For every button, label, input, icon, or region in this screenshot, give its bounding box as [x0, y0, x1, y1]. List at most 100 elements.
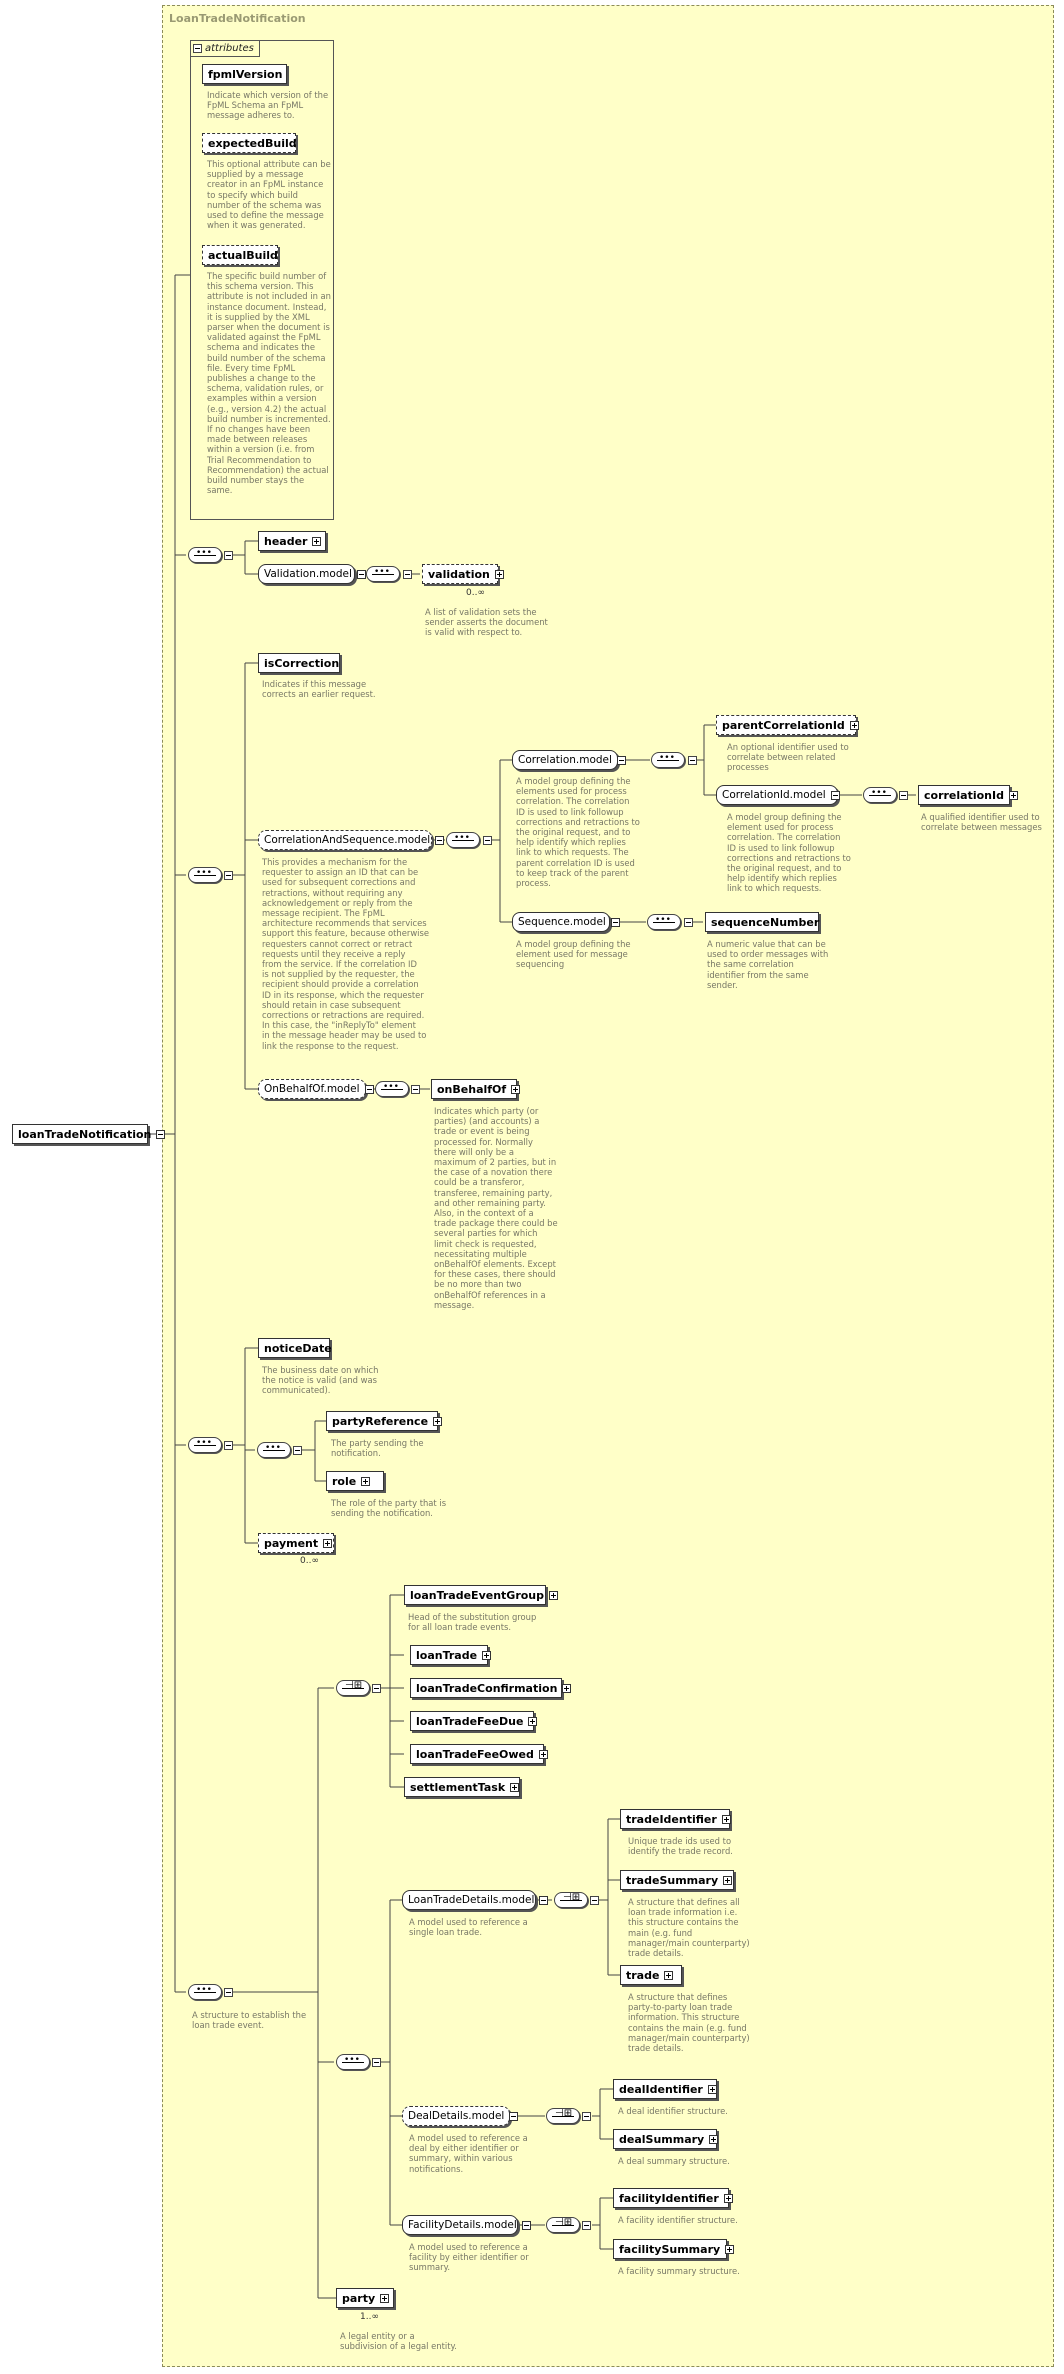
- expand-icon[interactable]: [510, 1782, 520, 1792]
- deal-details-model-node[interactable]: DealDetails.model: [402, 2106, 519, 2126]
- expand-icon[interactable]: [511, 1084, 521, 1094]
- collapse-icon[interactable]: [616, 755, 626, 765]
- facility-summary-node[interactable]: facilitySummary: [613, 2239, 735, 2259]
- sequence-compositor-party-ref[interactable]: [257, 1442, 291, 1458]
- correlation-and-sequence-model-node[interactable]: CorrelationAndSequence.model: [258, 830, 445, 850]
- deal-identifier-node[interactable]: dealIdentifier: [613, 2079, 717, 2099]
- collapse-icon[interactable]: [610, 917, 620, 927]
- loan-trade-notification-root-node[interactable]: loanTradeNotification: [12, 1124, 166, 1144]
- collapse-icon[interactable]: [224, 1988, 233, 1997]
- loan-trade-fee-due-node[interactable]: loanTradeFeeDue: [410, 1711, 538, 1731]
- collapse-icon[interactable]: [193, 43, 202, 53]
- trade-summary-node[interactable]: tradeSummary: [620, 1870, 734, 1890]
- expand-icon[interactable]: [707, 2084, 717, 2094]
- correlation-id-node[interactable]: correlationId: [918, 785, 1018, 805]
- collapse-icon[interactable]: [156, 1129, 166, 1139]
- attr-expected-build[interactable]: expectedBuild: [202, 133, 297, 153]
- collapse-icon[interactable]: [224, 1441, 233, 1450]
- collapse-icon[interactable]: [684, 918, 693, 927]
- expand-icon[interactable]: [723, 2193, 733, 2203]
- collapse-icon[interactable]: [582, 2221, 591, 2230]
- expand-icon[interactable]: [549, 1590, 559, 1600]
- header-node[interactable]: header: [258, 531, 326, 551]
- loan-trade-node[interactable]: loanTrade: [410, 1645, 492, 1665]
- sequence-compositor-4[interactable]: [188, 1984, 222, 2000]
- correlation-model-node[interactable]: Correlation.model: [512, 750, 626, 770]
- collapse-icon[interactable]: [582, 2112, 591, 2121]
- collapse-icon[interactable]: [411, 1085, 420, 1094]
- expand-icon[interactable]: [664, 1970, 674, 1980]
- sequence-compositor-on-behalf-of[interactable]: [375, 1081, 409, 1097]
- facility-identifier-node[interactable]: facilityIdentifier: [613, 2188, 733, 2208]
- collapse-icon[interactable]: [372, 1684, 381, 1693]
- attributes-tab[interactable]: attributes: [190, 40, 260, 57]
- collapse-icon[interactable]: [224, 551, 233, 560]
- on-behalf-of-model-node[interactable]: OnBehalfOf.model: [258, 1079, 374, 1099]
- sequence-model-node[interactable]: Sequence.model: [512, 912, 620, 932]
- sequence-compositor-correlation-id[interactable]: [863, 787, 897, 803]
- sequence-compositor-corr[interactable]: [446, 832, 480, 848]
- sequence-compositor-correlation[interactable]: [651, 752, 685, 768]
- expand-icon[interactable]: [482, 1650, 492, 1660]
- choice-compositor-facility[interactable]: [546, 2217, 580, 2233]
- trade-identifier-node[interactable]: tradeIdentifier: [620, 1809, 731, 1829]
- collapse-icon[interactable]: [364, 1084, 374, 1094]
- sequence-compositor-1[interactable]: [188, 547, 222, 563]
- attr-actual-build[interactable]: actualBuild: [202, 245, 278, 265]
- notice-date-node[interactable]: noticeDate: [258, 1338, 332, 1358]
- loan-trade-confirmation-node[interactable]: loanTradeConfirmation: [410, 1678, 572, 1698]
- role-node[interactable]: role: [326, 1471, 384, 1491]
- loan-trade-details-model-node[interactable]: LoanTradeDetails.model: [402, 1890, 549, 1910]
- collapse-icon[interactable]: [688, 756, 697, 765]
- collapse-icon[interactable]: [521, 2220, 531, 2230]
- expand-icon[interactable]: [538, 1749, 548, 1759]
- collapse-icon[interactable]: [372, 2058, 381, 2067]
- collapse-icon[interactable]: [293, 1446, 302, 1455]
- parent-correlation-id-node[interactable]: parentCorrelationId: [716, 715, 859, 735]
- expand-icon[interactable]: [709, 2134, 719, 2144]
- expand-icon[interactable]: [323, 1538, 333, 1548]
- loan-trade-event-group-node[interactable]: loanTradeEventGroup: [404, 1585, 559, 1605]
- validation-model-node[interactable]: Validation.model: [258, 564, 366, 584]
- collapse-icon[interactable]: [403, 570, 412, 579]
- expand-icon[interactable]: [1008, 790, 1018, 800]
- sequence-compositor-sequence[interactable]: [647, 914, 681, 930]
- expand-icon[interactable]: [725, 2244, 735, 2254]
- party-reference-node[interactable]: partyReference: [326, 1411, 443, 1431]
- expand-icon[interactable]: [380, 2293, 390, 2303]
- sequence-number-node[interactable]: sequenceNumber: [705, 912, 819, 932]
- collapse-icon[interactable]: [899, 791, 908, 800]
- settlement-task-node[interactable]: settlementTask: [404, 1777, 520, 1797]
- expand-icon[interactable]: [721, 1814, 731, 1824]
- expand-icon[interactable]: [361, 1476, 371, 1486]
- expand-icon[interactable]: [849, 720, 859, 730]
- expand-icon[interactable]: [562, 1683, 572, 1693]
- is-correction-node[interactable]: isCorrection: [258, 653, 340, 673]
- collapse-icon[interactable]: [483, 836, 492, 845]
- expand-icon[interactable]: [528, 1716, 538, 1726]
- deal-summary-node[interactable]: dealSummary: [613, 2129, 719, 2149]
- loan-trade-fee-owed-node[interactable]: loanTradeFeeOwed: [410, 1744, 548, 1764]
- collapse-icon[interactable]: [356, 569, 366, 579]
- collapse-icon[interactable]: [590, 1896, 599, 1905]
- sequence-compositor-validation[interactable]: [366, 566, 400, 582]
- expand-icon[interactable]: [494, 569, 504, 579]
- facility-details-model-node[interactable]: FacilityDetails.model: [402, 2215, 531, 2235]
- collapse-icon[interactable]: [539, 1895, 549, 1905]
- on-behalf-of-node[interactable]: onBehalfOf: [431, 1079, 521, 1099]
- choice-compositor-deal[interactable]: [546, 2108, 580, 2124]
- collapse-icon[interactable]: [435, 835, 445, 845]
- expand-icon[interactable]: [723, 1875, 733, 1885]
- party-node[interactable]: party: [336, 2288, 394, 2308]
- sequence-compositor-2[interactable]: [188, 867, 222, 883]
- expand-icon[interactable]: [312, 536, 322, 546]
- collapse-icon[interactable]: [224, 871, 233, 880]
- choice-compositor-trade[interactable]: [554, 1892, 588, 1908]
- choice-compositor-events[interactable]: [336, 1680, 370, 1696]
- collapse-icon[interactable]: [830, 790, 840, 800]
- attr-fpml-version[interactable]: fpmlVersion: [202, 64, 287, 84]
- expand-icon[interactable]: [433, 1416, 443, 1426]
- correlation-id-model-node[interactable]: CorrelationId.model: [716, 785, 840, 805]
- validation-node[interactable]: validation: [422, 564, 504, 584]
- payment-node[interactable]: payment: [258, 1533, 334, 1553]
